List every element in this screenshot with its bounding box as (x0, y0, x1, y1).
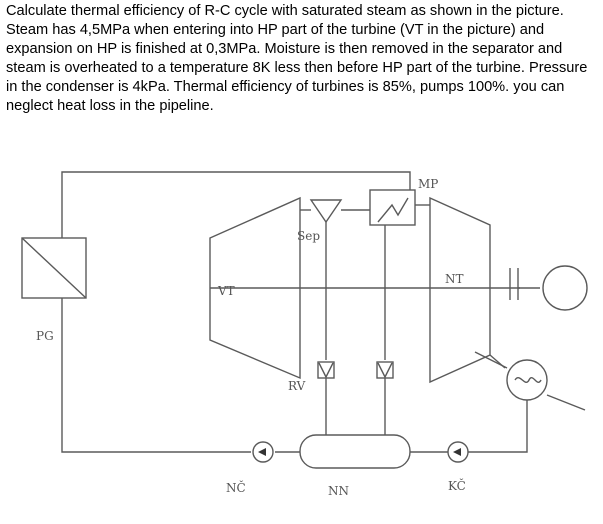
electric-generator (542, 265, 588, 311)
pipe-pg-top (61, 171, 411, 238)
label-nc-pump: NČ (226, 479, 246, 495)
label-nn: NN (328, 484, 349, 498)
drain-valve-2 (376, 361, 394, 379)
label-rv: RV (288, 379, 306, 393)
label-kc-pump: KČ (448, 477, 466, 493)
steam-generator-pg (21, 237, 87, 299)
label-nt: NT (445, 272, 464, 286)
feedwater-tank-nn (299, 434, 411, 469)
label-vt: VT (217, 284, 235, 298)
drain-valve-rv (317, 361, 335, 379)
label-pg: PG (36, 329, 54, 343)
label-mp: MP (418, 177, 438, 191)
hp-turbine-vt (209, 196, 301, 380)
feed-pump-nc (252, 441, 274, 463)
label-sep: Sep (297, 229, 320, 243)
reheater-mp (369, 189, 416, 226)
problem-statement: Calculate thermal efficiency of R-C cycl… (6, 3, 588, 114)
separator-sep (309, 199, 343, 224)
